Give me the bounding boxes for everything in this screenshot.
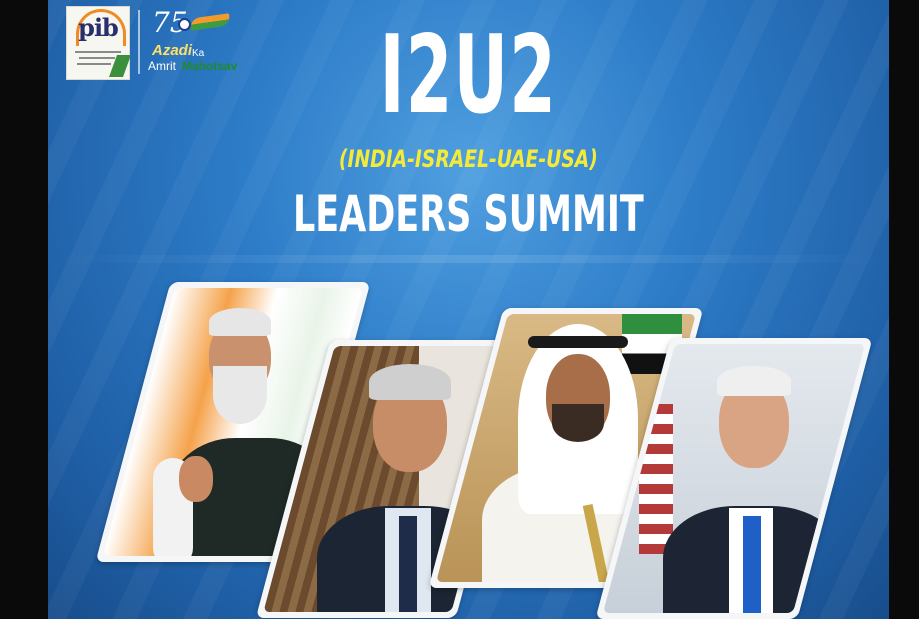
left-letterbox-bar <box>0 0 48 619</box>
right-letterbox-bar <box>889 0 919 619</box>
hair <box>209 308 271 336</box>
beard <box>213 366 267 424</box>
summit-countries: (INDIA-ISRAEL-UAE-USA) <box>338 145 598 173</box>
summit-banner: pib 75 Azadi Ka Amrit Mahotsav I2U2 (IND… <box>48 0 889 619</box>
beard <box>552 404 604 442</box>
raised-hand <box>179 456 213 502</box>
leader-usa-figure <box>639 344 843 613</box>
ashoka-chakra-icon <box>178 18 191 31</box>
logo-divider <box>138 10 140 74</box>
pib-arc-icon <box>76 9 126 46</box>
hair <box>717 366 791 396</box>
tie <box>399 516 417 612</box>
pib-rule <box>79 57 115 59</box>
pib-logo: pib <box>66 6 132 80</box>
aka-azadi-text: Azadi <box>152 42 193 59</box>
agal <box>528 336 628 348</box>
summit-title: I2U2 <box>379 13 558 138</box>
aka-ka-text: Ka <box>192 48 205 59</box>
azadi-ka-amrit-mahotsav-logo: 75 Azadi Ka Amrit Mahotsav <box>148 4 258 80</box>
pib-logo-text: pib <box>78 13 119 42</box>
hair <box>369 364 451 400</box>
summit-event-name: LEADERS SUMMIT <box>292 185 644 243</box>
tie <box>743 516 761 613</box>
pib-rule <box>75 51 121 53</box>
aka-mahotsav-text: Mahotsav <box>182 59 238 73</box>
aka-amrit-text: Amrit <box>148 59 176 73</box>
pib-rule <box>77 63 111 65</box>
